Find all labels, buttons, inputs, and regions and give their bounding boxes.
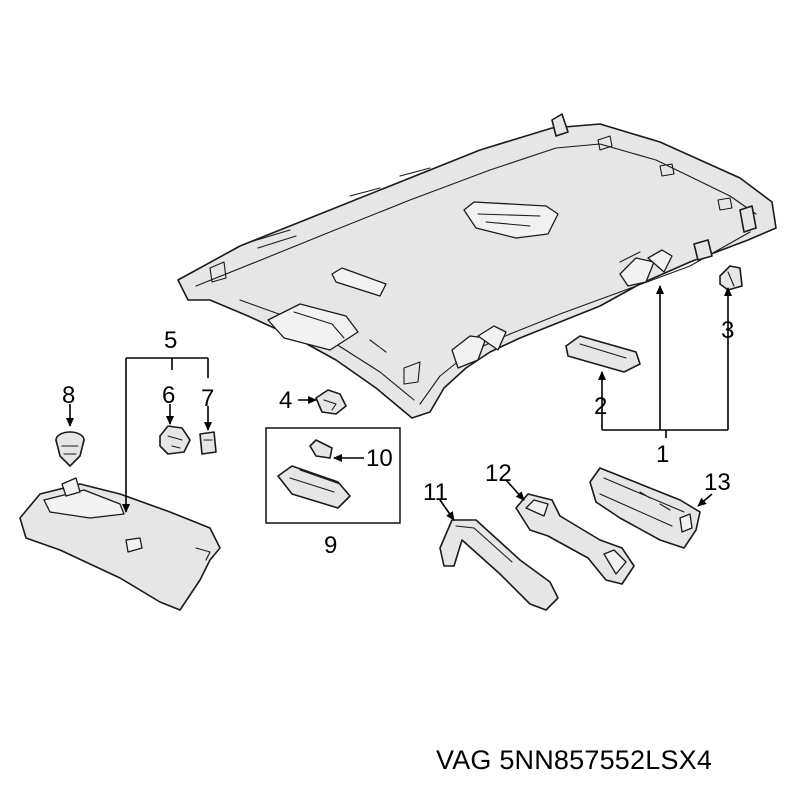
mount-bracket-part: [589, 467, 701, 549]
leader-lines: [66, 286, 732, 521]
clip-part: [719, 265, 743, 291]
bracket-part: [315, 389, 347, 415]
callout-labels: 1 2 3 4 5 6 7 8 9 10 11 12 13: [62, 317, 734, 559]
visor-clip-part: [199, 431, 217, 455]
handle-frame-part: [515, 493, 635, 585]
grab-handle-part: [439, 519, 559, 611]
callout-3: 3: [721, 317, 734, 344]
reading-lamp-group: [265, 427, 401, 524]
callout-13: 13: [704, 469, 731, 496]
visor-mount-part: [159, 425, 191, 455]
grommet-part: [55, 431, 85, 467]
sun-visor-part: [19, 477, 221, 611]
part-number-caption: VAG 5NN857552LSX4: [436, 745, 713, 775]
trim-strip-part: [565, 335, 641, 373]
callout-5: 5: [164, 327, 177, 354]
callout-6: 6: [162, 382, 175, 409]
callout-2: 2: [594, 393, 607, 420]
callout-9: 9: [324, 532, 337, 559]
headliner-part: [177, 113, 777, 419]
bulb-part: [309, 439, 333, 459]
callout-1: 1: [656, 441, 669, 468]
callout-10: 10: [366, 445, 393, 472]
callout-12: 12: [485, 460, 512, 487]
callout-8: 8: [62, 382, 75, 409]
callout-11: 11: [423, 479, 448, 506]
callout-4: 4: [279, 387, 292, 414]
callout-7: 7: [201, 385, 214, 412]
